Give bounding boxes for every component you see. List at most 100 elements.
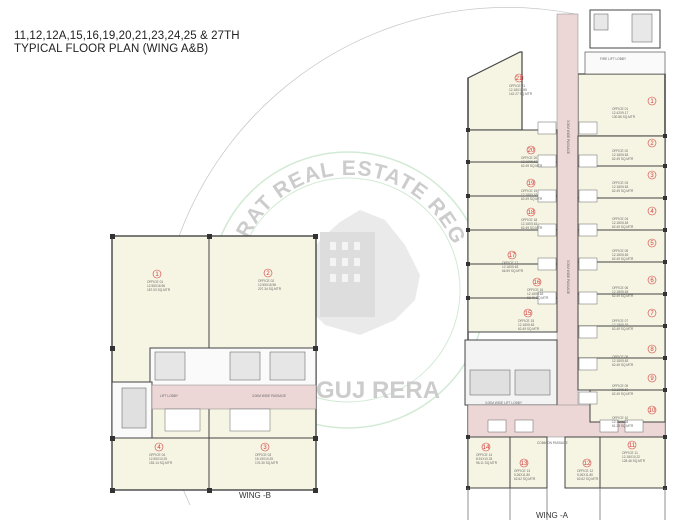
office-dimensions: 12.55X16.96 [147, 284, 165, 288]
office-label: OFFICE 07 [612, 319, 628, 323]
office-area: 61.25 SQ.MTR [612, 424, 634, 428]
plan-subtitle: TYPICAL FLOOR PLAN (WING A&B) [14, 43, 209, 55]
office-dimensions: 12.18X5.63 [521, 160, 538, 164]
office-number: 21 [516, 76, 523, 82]
office-number-circle [582, 458, 592, 468]
office-area: 62.49 SQ.MTR [612, 257, 634, 261]
office-number: 15 [525, 311, 532, 317]
office-dimensions: 12.18X5.63 [612, 359, 629, 363]
office-number-circle [154, 442, 164, 452]
office-label: OFFICE 17 [502, 261, 518, 265]
office-dimensions: 5.26X11.80 [514, 473, 530, 477]
office-number-circle [647, 238, 657, 248]
office-number: 18 [528, 210, 535, 216]
office-label: OFFICE 11 [622, 451, 638, 455]
office-area: 62.49 SQ.MTR [518, 327, 540, 331]
office-dimensions: 12.18X5.63 [527, 292, 544, 296]
office-area: 130.86 SQ.MTR [612, 115, 636, 119]
office-number: 13 [521, 461, 528, 467]
office-number: 3 [263, 445, 267, 451]
office-area: 176.30 SQ.MTR [255, 461, 279, 465]
office-number-circle [526, 145, 536, 155]
office-number-circle [481, 442, 491, 452]
office-dimensions: 12.18X5.63 [521, 222, 538, 226]
office-number: 11 [629, 443, 636, 449]
office-dimensions: 5.26X11.80 [577, 473, 593, 477]
office-number-circle [647, 206, 657, 216]
office-number-circle [627, 440, 637, 450]
office-area: 62.49 SQ.MTR [612, 189, 634, 193]
office-number: 20 [528, 148, 535, 154]
office-number: 5 [650, 241, 654, 247]
office-area: 187.03 SQ.MTR [147, 288, 171, 292]
office-label: OFFICE 18 [521, 218, 537, 222]
office-number-circle [526, 207, 536, 217]
office-label: OFFICE 21 [509, 84, 525, 88]
office-area: 62.49 SQ.MTR [612, 363, 634, 367]
office-dimensions: 8.91X10.33 [476, 457, 493, 461]
common-passage-label: COMMON PASSAGE [537, 441, 568, 445]
office-number: 9 [650, 376, 654, 382]
office-area: 207.34 SQ.MTR [258, 287, 282, 291]
office-area: 96.11 SQ.MTR [476, 461, 498, 465]
office-label: OFFICE 06 [612, 286, 628, 290]
wing-b-passage-label: 3.00M WIDE PASSAGE [252, 394, 286, 398]
office-number: 19 [528, 181, 535, 187]
office-area: 153.14 SQ.MTR [149, 461, 173, 465]
office-label: OFFICE 01 [612, 107, 628, 111]
office-dimensions: 12.18X5.63 [612, 420, 629, 424]
office-number-circle [526, 178, 536, 188]
office-area: 128.46 SQ.MTR [622, 459, 646, 463]
office-area: 62.49 SQ.MTR [612, 225, 634, 229]
office-label: OFFICE 04 [612, 217, 628, 221]
office-dimensions: 12.18X5.63 [502, 265, 519, 269]
office-number-circle [152, 269, 162, 279]
office-number: 8 [650, 347, 654, 353]
office-number: 16 [534, 280, 541, 286]
office-area: 62.49 SQ.MTR [612, 294, 634, 298]
office-number-circle [260, 442, 270, 452]
office-number: 1 [650, 99, 654, 105]
office-dimensions: 12.18X5.63 [612, 388, 629, 392]
wing-b [110, 234, 318, 493]
office-area: 62.49 SQ.MTR [612, 327, 634, 331]
office-label: OFFICE 20 [521, 156, 537, 160]
office-area: 62.62 SQ.MTR [514, 477, 536, 481]
office-dimensions: 12.18X11.85 [509, 88, 527, 92]
office-dimensions: 12.55X16.96 [258, 283, 276, 287]
plan-title: 11,12,12A,15,16,19,20,21,23,24,25 & 27TH [14, 30, 240, 42]
office-number: 7 [650, 311, 654, 317]
office-dimensions: 12.42X9.17 [612, 111, 629, 115]
office-number: 17 [509, 253, 516, 259]
office-number-circle [519, 458, 529, 468]
wing-a-passage-label: 3.00M WIDE PASSAGE [566, 120, 570, 154]
office-dimensions: 12.18X5.63 [612, 290, 629, 294]
office-dimensions: 15.19X10.25 [255, 457, 273, 461]
office-label: OFFICE 03 [255, 453, 271, 457]
fire-lift-lobby-label: FIRE LIFT LOBBY [600, 57, 627, 61]
office-number-circle [523, 308, 533, 318]
office-label: OFFICE 09 [612, 384, 628, 388]
office-dimensions: 12.55X10.25 [149, 457, 167, 461]
office-dimensions: 12.18X5.63 [521, 193, 538, 197]
